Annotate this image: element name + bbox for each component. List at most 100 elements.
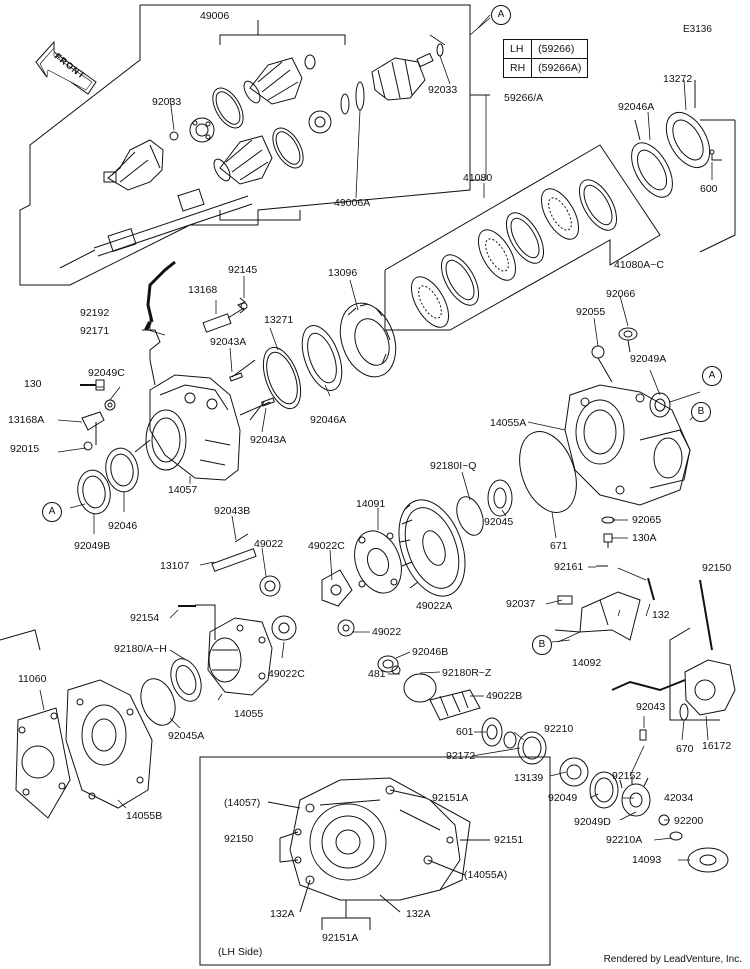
- callout-a: A: [42, 502, 62, 522]
- part-label[interactable]: 92037: [506, 598, 536, 610]
- part-label[interactable]: 49022C: [308, 540, 345, 552]
- part-label[interactable]: 92150: [224, 833, 254, 845]
- part-label[interactable]: 59266/A: [504, 92, 544, 104]
- part-label[interactable]: 49006A: [334, 197, 371, 209]
- part-label[interactable]: 13272: [663, 73, 693, 85]
- part-label[interactable]: 601: [456, 726, 474, 738]
- part-label[interactable]: 92033: [428, 84, 458, 96]
- boot-upper: [243, 57, 303, 105]
- part-label[interactable]: 13139: [514, 772, 544, 784]
- part-label[interactable]: 92171: [80, 325, 110, 337]
- part-label[interactable]: 671: [550, 540, 568, 552]
- housing-14055B: [65, 679, 153, 809]
- gear-49022-a: [259, 575, 281, 597]
- part-label[interactable]: 92154: [130, 612, 160, 624]
- part-label[interactable]: 41080: [463, 172, 493, 184]
- part-label[interactable]: 92046B: [412, 646, 449, 658]
- part-label[interactable]: 14091: [356, 498, 386, 510]
- ring-gear-49022A: [398, 499, 466, 597]
- part-label[interactable]: 92015: [10, 443, 40, 455]
- part-label[interactable]: 92172: [446, 750, 476, 762]
- part-label[interactable]: 92161: [554, 561, 584, 573]
- part-label[interactable]: 11060: [18, 673, 47, 685]
- part-label[interactable]: 13168A: [8, 414, 45, 426]
- side-part-number: (59266): [531, 39, 589, 59]
- part-label[interactable]: 13168: [188, 284, 218, 296]
- part-label[interactable]: 481: [368, 668, 386, 680]
- part-label[interactable]: (14055A): [464, 869, 508, 881]
- part-label[interactable]: 49006: [200, 10, 230, 22]
- part-label[interactable]: 92046A: [310, 414, 347, 426]
- part-label[interactable]: 14055B: [126, 810, 163, 822]
- part-label[interactable]: 92046A: [618, 101, 655, 113]
- part-label[interactable]: 92192: [80, 307, 110, 319]
- part-label[interactable]: 92151A: [432, 792, 469, 804]
- part-label[interactable]: 92049A: [630, 353, 667, 365]
- part-label[interactable]: 92210: [544, 723, 574, 735]
- bearing-92046A-top: [631, 142, 673, 198]
- part-label[interactable]: 92033: [152, 96, 182, 108]
- callout-a: A: [491, 5, 511, 25]
- part-label[interactable]: 49022A: [416, 600, 453, 612]
- part-label[interactable]: 49022B: [486, 690, 523, 702]
- differential-14091: [354, 530, 402, 594]
- arm-13168A: [81, 411, 105, 445]
- part-label[interactable]: 670: [676, 743, 694, 755]
- part-label[interactable]: 92152: [612, 770, 642, 782]
- part-label[interactable]: 92180R~Z: [442, 667, 492, 679]
- part-label[interactable]: 92045A: [168, 730, 205, 742]
- part-label[interactable]: 92043A: [210, 336, 247, 348]
- part-label[interactable]: 132: [652, 609, 670, 621]
- boot-lower: [213, 135, 273, 185]
- part-label[interactable]: 41080A~C: [614, 259, 664, 271]
- part-label[interactable]: 13096: [328, 267, 358, 279]
- part-label[interactable]: 92180I~Q: [430, 460, 477, 472]
- part-label[interactable]: 130A: [632, 532, 657, 544]
- part-label[interactable]: 92180/A~H: [114, 643, 167, 655]
- part-label[interactable]: 92151A: [322, 932, 359, 944]
- part-label[interactable]: 49022: [372, 626, 402, 638]
- part-label[interactable]: 92043: [636, 701, 666, 713]
- part-label[interactable]: 49022: [254, 538, 284, 550]
- part-label[interactable]: 92046: [108, 520, 138, 532]
- part-label[interactable]: 14092: [572, 657, 602, 669]
- part-label[interactable]: 92150: [702, 562, 732, 574]
- part-label[interactable]: 14055A: [490, 417, 527, 429]
- part-label[interactable]: 132A: [406, 908, 431, 920]
- part-label[interactable]: 92210A: [606, 834, 643, 846]
- part-label[interactable]: 92200: [674, 815, 704, 827]
- part-label[interactable]: 92049: [548, 792, 578, 804]
- gear-49022C-b: [271, 615, 297, 641]
- side-table: LH (59266) RH (59266A): [502, 39, 589, 78]
- part-label[interactable]: 13271: [264, 314, 294, 326]
- part-label[interactable]: 92043A: [250, 434, 287, 446]
- part-label[interactable]: (14057): [224, 797, 261, 809]
- footer-credit: Rendered by LeadVenture, Inc.: [603, 954, 742, 965]
- part-label[interactable]: 42034: [664, 792, 694, 804]
- part-label[interactable]: 130: [24, 378, 42, 390]
- part-label[interactable]: 92145: [228, 264, 258, 276]
- part-label[interactable]: 92045: [484, 516, 514, 528]
- part-label[interactable]: 14093: [632, 854, 662, 866]
- part-label[interactable]: 92151: [494, 834, 524, 846]
- part-label[interactable]: 16172: [702, 740, 732, 752]
- part-label[interactable]: 92043B: [214, 505, 251, 517]
- part-label[interactable]: 92066: [606, 288, 636, 300]
- cv-joint-outer: [103, 139, 164, 191]
- side-label: LH: [502, 39, 533, 59]
- part-label[interactable]: 92065: [632, 514, 662, 526]
- part-label[interactable]: 132A: [270, 908, 295, 920]
- gasket-11060: [15, 707, 71, 819]
- part-label[interactable]: 13107: [160, 560, 190, 572]
- part-label[interactable]: 600: [700, 183, 718, 195]
- part-label[interactable]: 14055: [234, 708, 264, 720]
- part-label[interactable]: 92049C: [88, 367, 125, 379]
- clutch-hub: [339, 302, 397, 378]
- part-label[interactable]: 92049B: [74, 540, 111, 552]
- part-label[interactable]: 92049D: [574, 816, 611, 828]
- part-label[interactable]: 92055: [576, 306, 606, 318]
- axle-shaft: [59, 188, 253, 269]
- part-label[interactable]: 14057: [168, 484, 198, 496]
- part-label[interactable]: 49022C: [268, 668, 305, 680]
